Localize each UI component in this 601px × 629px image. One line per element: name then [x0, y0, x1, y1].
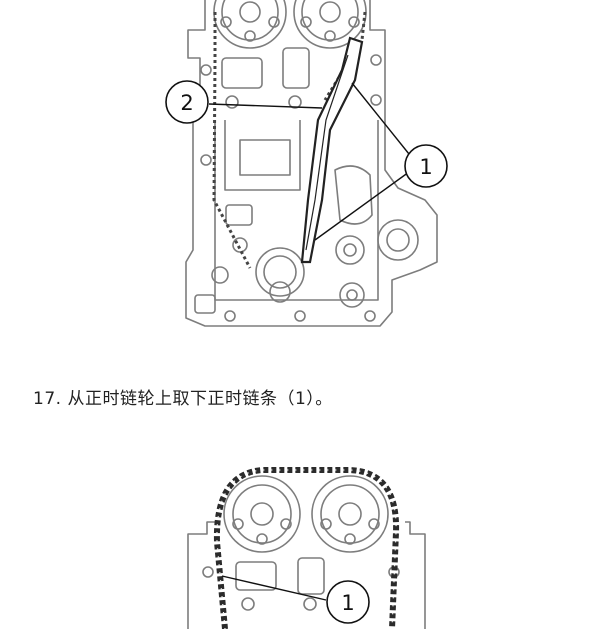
- callout-1: 1: [404, 144, 448, 188]
- callout-2-label: 2: [180, 91, 193, 115]
- camshaft-sprocket-right-bottom: [311, 475, 389, 553]
- timing-chain: [212, 11, 367, 269]
- engine-diagram-top: 2 1: [165, 0, 448, 327]
- water-pump: [377, 219, 419, 261]
- engine-block-outline: [185, 0, 438, 327]
- camshaft-sprocket-left-bottom: [223, 475, 301, 553]
- chain-guide-rail: [300, 36, 364, 264]
- camshaft-sprocket-left: [213, 0, 287, 49]
- callout-leaders: [208, 82, 410, 241]
- step-number: 17.: [33, 389, 62, 409]
- camshaft-sprocket-right: [293, 0, 367, 49]
- callout-1-bottom: 1: [326, 580, 370, 624]
- callout-1-label: 1: [419, 155, 432, 179]
- crankshaft-sprocket: [255, 247, 305, 303]
- callout-2: 2: [165, 80, 209, 124]
- engine-block-outline-bottom: [187, 521, 426, 629]
- step-text: 从正时链轮上取下正时链条（1）。: [67, 389, 333, 409]
- step-instruction: 17. 从正时链轮上取下正时链条（1）。: [33, 384, 333, 409]
- callout-1-bottom-label: 1: [341, 591, 354, 615]
- engine-diagram-bottom: 1: [187, 467, 426, 629]
- timing-chain-bottom: [213, 467, 400, 629]
